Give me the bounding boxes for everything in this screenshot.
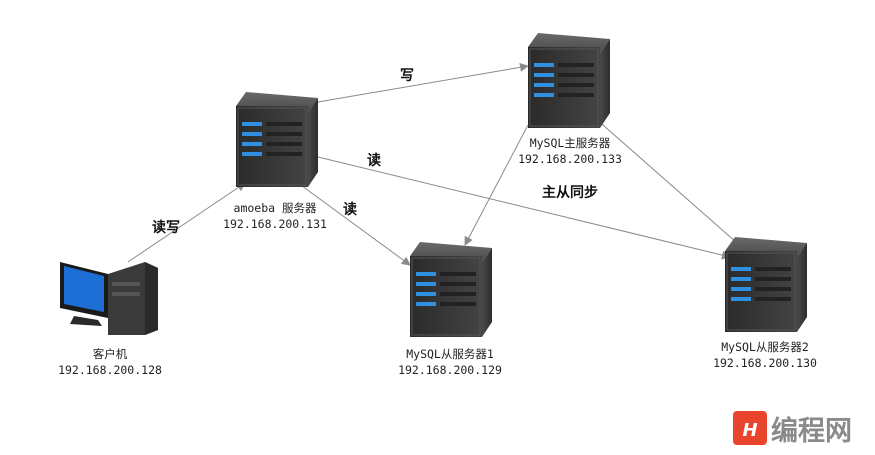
- master-server-icon: [528, 33, 610, 128]
- client-computer-icon: [60, 262, 158, 335]
- client-name: 客户机: [93, 347, 128, 361]
- slave1-ip: 192.168.200.129: [398, 363, 502, 377]
- watermark-logo: H 编程网: [733, 411, 852, 447]
- client-ip: 192.168.200.128: [58, 363, 162, 377]
- edge-amoeba-slave2: [317, 156, 731, 260]
- edge-master-slave1: [464, 124, 529, 246]
- logo-text: 编程网: [771, 415, 852, 447]
- edge-client-amoeba: [127, 182, 246, 263]
- edge-master-slave2: [594, 117, 746, 251]
- edge-amoeba-slave1: [297, 182, 411, 266]
- amoeba-server-icon: [236, 92, 318, 187]
- edge-label-write: 写: [400, 68, 414, 84]
- edge-label-read-write: 读写: [152, 219, 180, 236]
- svg-text:H: H: [742, 420, 757, 441]
- slave1-name: MySQL从服务器1: [406, 347, 494, 361]
- amoeba-ip: 192.168.200.131: [223, 217, 327, 231]
- amoeba-name: amoeba 服务器: [234, 201, 317, 215]
- edge-amoeba-master: [317, 62, 529, 103]
- slave2-ip: 192.168.200.130: [713, 356, 817, 370]
- slave2-server-icon: [725, 237, 807, 332]
- slave2-name: MySQL从服务器2: [721, 340, 809, 354]
- logo-badge-icon: [733, 411, 767, 445]
- master-ip: 192.168.200.133: [518, 152, 622, 166]
- edge-label-read-slave2: 读: [367, 152, 381, 169]
- master-name: MySQL主服务器: [530, 136, 611, 150]
- edge-label-sync: 主从同步: [542, 184, 598, 201]
- edge-label-read-slave1: 读: [343, 201, 357, 218]
- slave1-server-icon: [410, 242, 492, 337]
